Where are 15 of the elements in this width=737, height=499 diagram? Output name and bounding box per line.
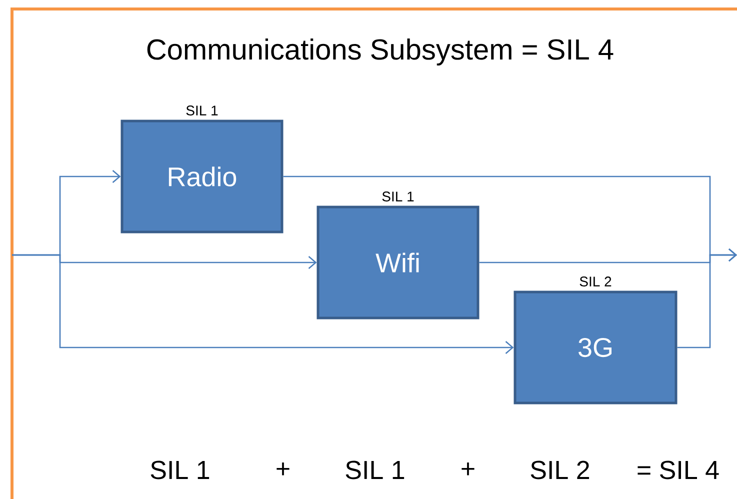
equation-term: = SIL 4	[638, 460, 719, 480]
process-box: Wifi	[316, 206, 480, 320]
process-box: 3G	[514, 290, 678, 404]
connector-arrow	[677, 248, 737, 348]
connector-arrow	[12, 254, 514, 354]
equation-term: SIL 2	[530, 460, 590, 480]
title: Communications Subsystem = SIL 4	[147, 38, 614, 66]
sil-label: SIL 2	[580, 276, 612, 286]
equation-term: SIL 1	[150, 460, 210, 480]
sil-label: SIL 1	[186, 106, 218, 116]
equation-term: SIL 1	[346, 460, 404, 480]
sil-label: SIL 1	[382, 192, 414, 202]
equation-term: +	[276, 462, 290, 476]
process-box: Radio	[120, 120, 284, 234]
equation-term: +	[462, 462, 474, 476]
